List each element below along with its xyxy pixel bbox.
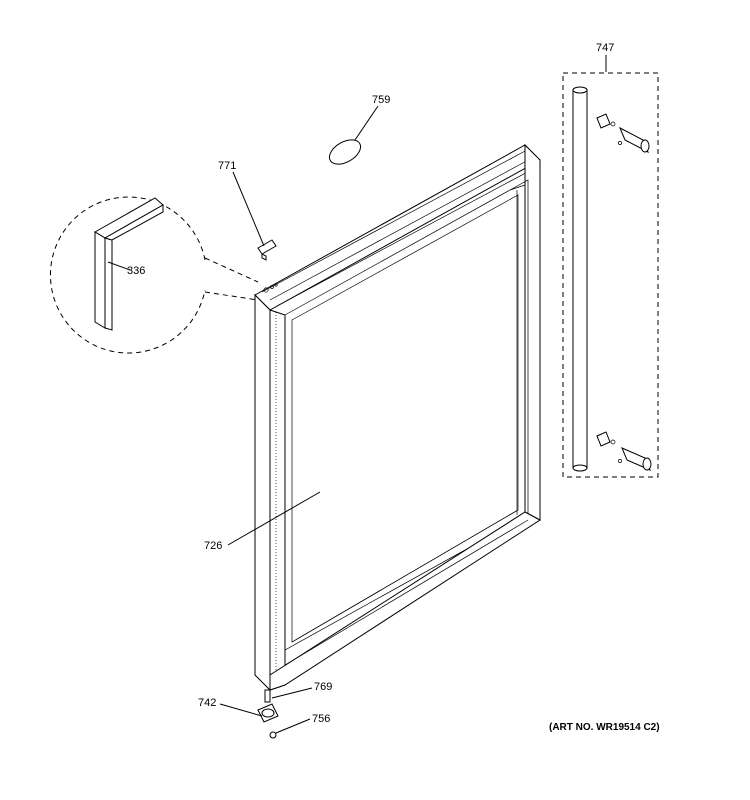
callout-742: 742 — [198, 697, 216, 709]
callout-759: 759 — [372, 94, 390, 106]
hinge-bracket-742 — [257, 703, 279, 723]
callout-336: 336 — [127, 265, 145, 277]
callout-747: 747 — [596, 42, 614, 54]
screw-756 — [269, 731, 277, 739]
leader-lines — [107, 55, 607, 734]
handle-assembly-747 — [562, 72, 659, 478]
callout-726: 726 — [204, 540, 222, 552]
callout-769: 769 — [314, 681, 332, 693]
gasket-detail-336 — [50, 196, 259, 354]
art-number: (ART NO. WR19514 C2) — [549, 722, 660, 733]
callout-771: 771 — [218, 160, 236, 172]
hinge-pin-769 — [264, 689, 271, 703]
callout-756: 756 — [312, 713, 330, 725]
hinge-pin-771 — [257, 239, 277, 261]
door-frame-726 — [254, 143, 541, 692]
plug-759 — [328, 139, 362, 165]
